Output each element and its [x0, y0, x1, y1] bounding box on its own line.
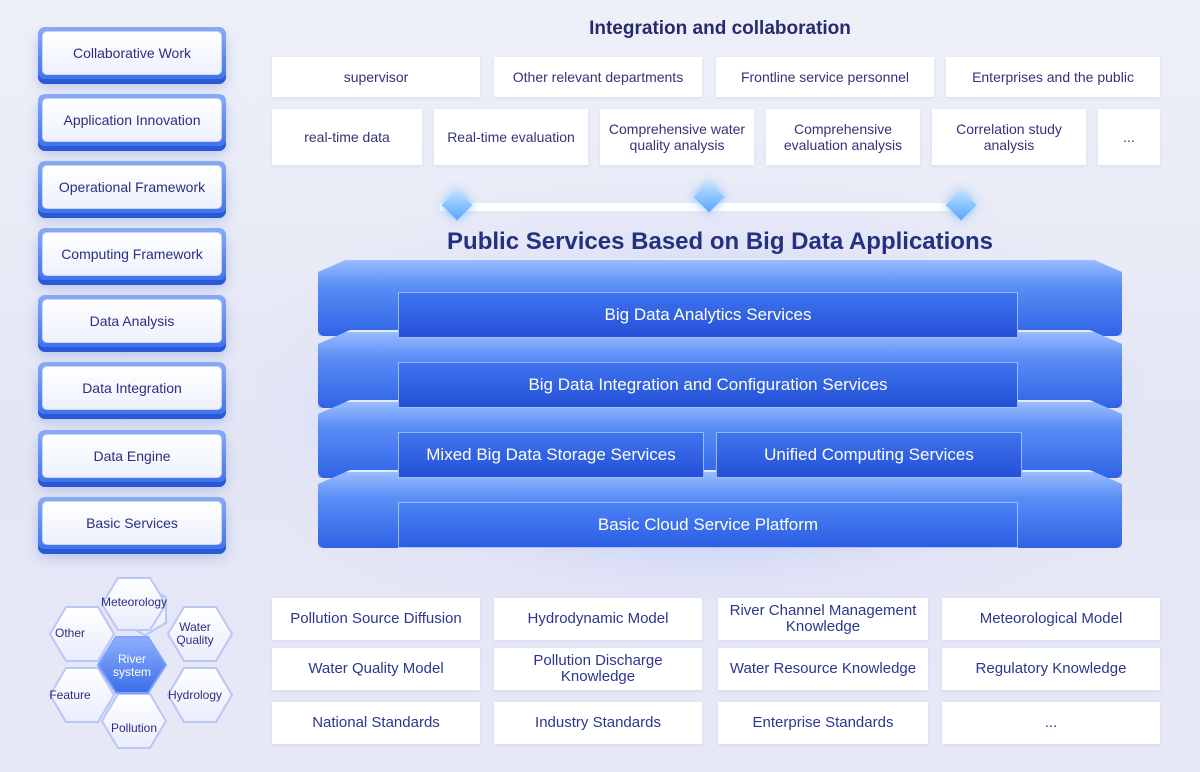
role-cell: Frontline service personnel [716, 57, 934, 97]
hex-label-bottom-right: Hydrology [167, 688, 223, 702]
hex-center [96, 636, 168, 694]
stack-data-integration: Data Integration [38, 362, 226, 414]
hex-label-center: River system [112, 652, 151, 679]
stack-label: Application Innovation [42, 98, 222, 142]
stack-collaborative-work: Collaborative Work [38, 27, 226, 79]
analysis-cell: Comprehensive evaluation analysis [766, 109, 920, 165]
stack-data-analysis: Data Analysis [38, 295, 226, 347]
knowledge-cell: River Channel Management Knowledge [718, 598, 928, 640]
stack-application-innovation: Application Innovation [38, 94, 226, 146]
hex-bottom [100, 693, 168, 749]
hex-bottom-right [166, 667, 234, 723]
knowledge-cell: Pollution Discharge Knowledge [494, 648, 702, 690]
knowledge-cell: Pollution Source Diffusion [272, 598, 480, 640]
hex-right [166, 606, 234, 662]
stack-label: Data Engine [42, 434, 222, 478]
knowledge-cell: Regulatory Knowledge [942, 648, 1160, 690]
layer-computing: Unified Computing Services [716, 432, 1022, 478]
stack-operational-framework: Operational Framework [38, 161, 226, 213]
hex-label-bottom: Pollution [110, 721, 158, 735]
hex-label-top: Meteorology [101, 595, 168, 609]
hex-bottom-left [48, 667, 116, 723]
stack-label: Computing Framework [42, 232, 222, 276]
role-cell: Other relevant departments [494, 57, 702, 97]
integration-title: Integration and collaboration [589, 18, 851, 39]
stack-label: Data Integration [42, 366, 222, 410]
knowledge-cell: Hydrodynamic Model [494, 598, 702, 640]
analysis-cell: Real-time evaluation [434, 109, 588, 165]
stack-computing-framework: Computing Framework [38, 228, 226, 280]
hexagon-cluster: Meteorology Other Water Quality River sy… [20, 572, 260, 772]
connector-diamond-icon [441, 189, 473, 221]
layer-integration: Big Data Integration and Configuration S… [398, 362, 1018, 408]
stack-label: Data Analysis [42, 299, 222, 343]
role-cell: Enterprises and the public [946, 57, 1160, 97]
analysis-cell: Comprehensive water quality analysis [600, 109, 754, 165]
hex-label-right: Water Quality [176, 620, 214, 647]
knowledge-cell: Meteorological Model [942, 598, 1160, 640]
hex-label-left: Other [54, 626, 85, 640]
layer-cloud: Basic Cloud Service Platform [398, 502, 1018, 548]
layer-storage: Mixed Big Data Storage Services [398, 432, 704, 478]
stack-label: Operational Framework [42, 165, 222, 209]
connector-diamond-icon [945, 189, 977, 221]
platform-title: Public Services Based on Big Data Applic… [447, 228, 993, 255]
analysis-cell: Correlation study analysis [932, 109, 1086, 165]
role-cell: supervisor [272, 57, 480, 97]
stack-basic-services: Basic Services [38, 497, 226, 549]
hexagon-graphic [48, 577, 234, 749]
layer-analytics: Big Data Analytics Services [398, 292, 1018, 338]
hex-top-mid [100, 577, 168, 631]
stack-label: Basic Services [42, 501, 222, 545]
knowledge-cell: Enterprise Standards [718, 702, 928, 744]
stack-label: Collaborative Work [42, 31, 222, 75]
hex-left [48, 606, 116, 662]
knowledge-cell: Water Resource Knowledge [718, 648, 928, 690]
knowledge-cell-more: ... [942, 702, 1160, 744]
analysis-cell-more: ... [1098, 109, 1160, 165]
hex-label-bottom-left: Feature [49, 688, 91, 702]
stack-data-engine: Data Engine [38, 430, 226, 482]
analysis-cell: real-time data [272, 109, 422, 165]
knowledge-cell: Water Quality Model [272, 648, 480, 690]
knowledge-cell: Industry Standards [494, 702, 702, 744]
knowledge-cell: National Standards [272, 702, 480, 744]
